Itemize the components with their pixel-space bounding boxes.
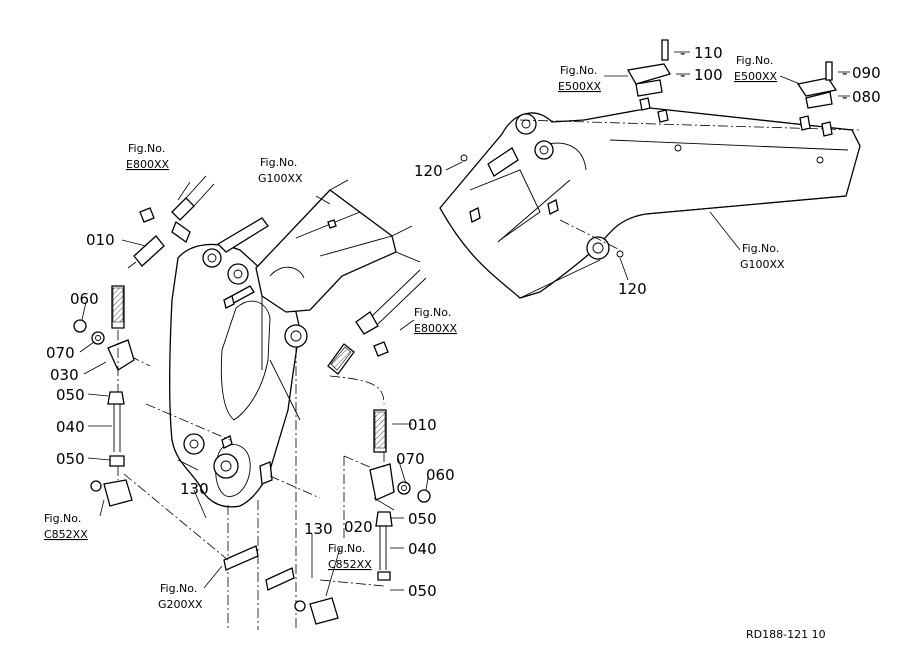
svg-text:-: - <box>680 44 685 62</box>
callout-060-left: 060 <box>70 290 99 308</box>
callout-050-right-lower: 050 <box>408 582 437 600</box>
leader-lines <box>79 51 850 597</box>
callout-030: 030 <box>50 366 79 384</box>
callout-110: 110 <box>694 44 723 62</box>
middle-hose-fittings <box>294 269 431 625</box>
fig-code-e500-b: E500XX <box>734 70 777 83</box>
callout-060-right: 060 <box>426 466 455 484</box>
fig-label-e500-b: Fig.No. <box>736 54 773 67</box>
callout-050-left-lower: 050 <box>56 450 85 468</box>
fig-label-c852-left: Fig.No. <box>44 512 81 525</box>
callout-040-left: 040 <box>56 418 85 436</box>
fig-label-g200: Fig.No. <box>160 582 197 595</box>
callout-080: 080 <box>852 88 881 106</box>
callout-010-right: 010 <box>408 416 437 434</box>
arm-assembly <box>123 179 421 630</box>
fig-code-e500-a: E500XX <box>558 80 601 93</box>
callout-130-left: 130 <box>180 480 209 498</box>
fig-code-e800-mid: E800XX <box>414 322 457 335</box>
callout-100: 100 <box>694 66 723 84</box>
fig-label-e800-top: Fig.No. <box>128 142 165 155</box>
callout-120-lower: 120 <box>618 280 647 298</box>
fig-label-c852-mid: Fig.No. <box>328 542 365 555</box>
svg-text:-: - <box>680 66 685 84</box>
fig-code-c852-mid: C852XX <box>328 558 372 571</box>
fig-label-g100-right: Fig.No. <box>742 242 779 255</box>
fig-code-g200: G200XX <box>158 598 203 611</box>
fig-code-g100-right: G100XX <box>740 258 785 271</box>
fig-label-e500-a: Fig.No. <box>560 64 597 77</box>
svg-text:-: - <box>842 88 847 106</box>
callout-090: 090 <box>852 64 881 82</box>
callout-020: 020 <box>344 518 373 536</box>
callout-120-upper: 120 <box>414 162 443 180</box>
callout-labels: 010 060 070 030 050 040 050 130 130 010 … <box>46 44 881 600</box>
callout-070-left: 070 <box>46 344 75 362</box>
callout-070-right: 070 <box>396 450 425 468</box>
svg-text:-: - <box>842 64 847 82</box>
boom-assembly <box>439 39 861 299</box>
callout-050-left-upper: 050 <box>56 386 85 404</box>
fig-code-g100-top: G100XX <box>258 172 303 185</box>
figure-references: Fig.No. E800XX Fig.No. G100XX Fig.No. E8… <box>44 54 785 611</box>
drawing-reference-number: RD188-121 10 <box>746 628 826 641</box>
left-hose-fittings <box>73 175 215 507</box>
callout-050-right-upper: 050 <box>408 510 437 528</box>
callout-010-left: 010 <box>86 231 115 249</box>
fig-code-c852-left: C852XX <box>44 528 88 541</box>
callout-040-right: 040 <box>408 540 437 558</box>
fig-label-g100-top: Fig.No. <box>260 156 297 169</box>
callout-130-mid: 130 <box>304 520 333 538</box>
fig-code-e800-top: E800XX <box>126 158 169 171</box>
fig-label-e800-mid: Fig.No. <box>414 306 451 319</box>
